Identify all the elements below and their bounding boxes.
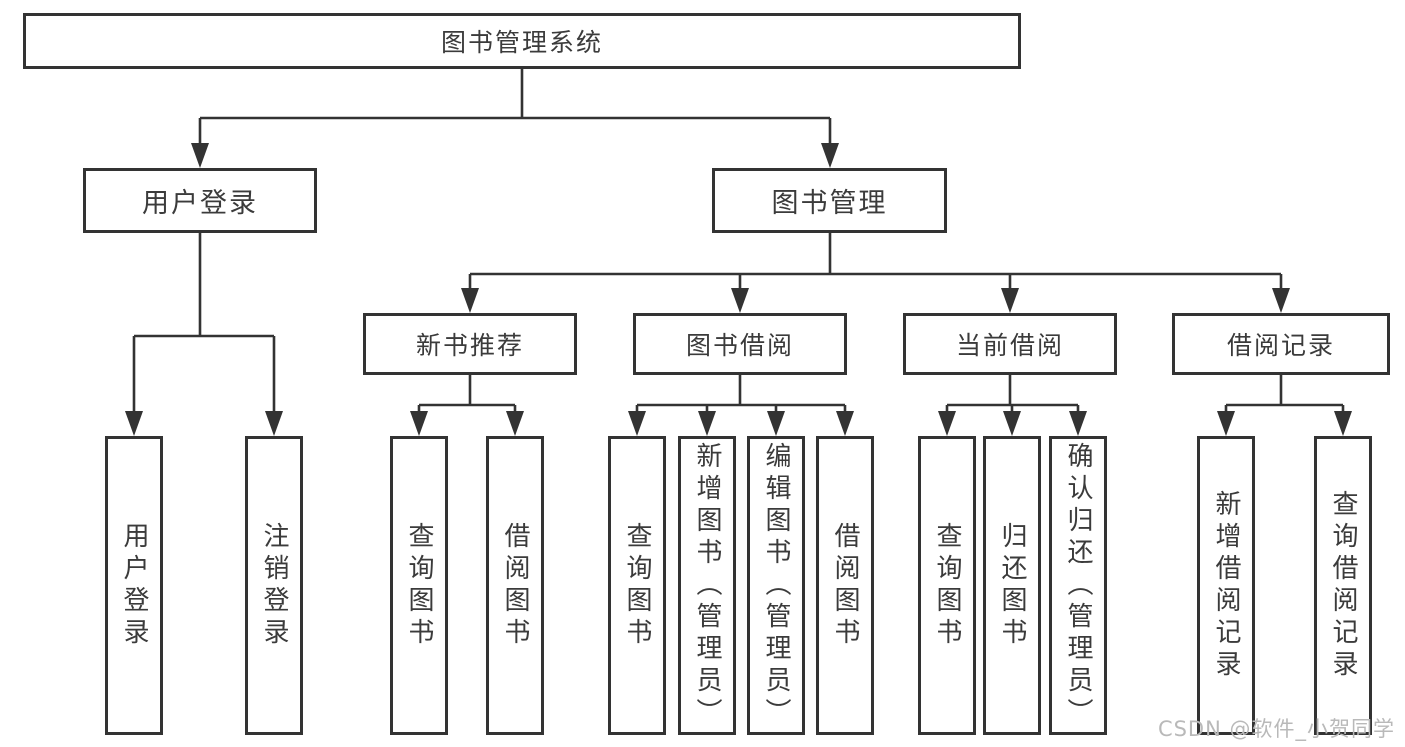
leaf-add-borrow-record: 新增借阅记录 — [1197, 436, 1255, 735]
leaf-return-book: 归还图书 — [983, 436, 1041, 735]
leaf-query-books-borrow: 查询图书 — [608, 436, 666, 735]
leaf-edit-book-admin: 编辑图书（管理员） — [747, 436, 805, 735]
arrowhead-icon — [125, 411, 143, 436]
arrowhead-icon — [731, 288, 749, 313]
arrowhead-icon — [836, 411, 854, 436]
leaf-query-books-recommend: 查询图书 — [390, 436, 448, 735]
leaf-return-book-label: 归还图书 — [997, 521, 1027, 650]
leaf-edit-book-admin-label: 编辑图书（管理员） — [761, 441, 791, 730]
arrowhead-icon — [265, 411, 283, 436]
leaf-borrow-books-recommend-label: 借阅图书 — [500, 521, 530, 650]
leaf-borrow-books: 借阅图书 — [816, 436, 874, 735]
arrowhead-icon — [938, 411, 956, 436]
leaf-query-books-borrow-label: 查询图书 — [622, 521, 652, 650]
leaf-user-login: 用户登录 — [105, 436, 163, 735]
arrowhead-icon — [628, 411, 646, 436]
leaf-query-borrow-record-label: 查询借阅记录 — [1328, 489, 1358, 682]
arrowhead-icon — [1217, 411, 1235, 436]
node-borrow-records: 借阅记录 — [1172, 313, 1390, 375]
arrowhead-icon — [410, 411, 428, 436]
leaf-confirm-return-admin: 确认归还（管理员） — [1049, 436, 1107, 735]
leaf-add-book-admin-label: 新增图书（管理员） — [692, 441, 722, 730]
leaf-user-login-label: 用户登录 — [119, 521, 149, 650]
arrowhead-icon — [698, 411, 716, 436]
leaf-query-books-recommend-label: 查询图书 — [404, 521, 434, 650]
node-new-book-recommend-label: 新书推荐 — [415, 331, 524, 360]
node-book-management-label: 图书管理 — [771, 188, 888, 219]
node-book-borrowing-label: 图书借阅 — [685, 331, 794, 360]
node-user-login-label: 用户登录 — [142, 188, 258, 219]
arrowhead-icon — [821, 143, 839, 168]
leaf-confirm-return-admin-label: 确认归还（管理员） — [1063, 441, 1093, 730]
node-root: 图书管理系统 — [23, 13, 1021, 69]
node-new-book-recommend: 新书推荐 — [363, 313, 577, 375]
leaf-query-books-current-label: 查询图书 — [932, 521, 962, 650]
arrowhead-icon — [767, 411, 785, 436]
node-book-borrowing: 图书借阅 — [633, 313, 847, 375]
arrowhead-icon — [1334, 411, 1352, 436]
leaf-query-borrow-record: 查询借阅记录 — [1314, 436, 1372, 735]
node-current-borrowing-label: 当前借阅 — [955, 331, 1064, 360]
node-user-login: 用户登录 — [83, 168, 317, 233]
arrowhead-icon — [1272, 288, 1290, 313]
node-current-borrowing: 当前借阅 — [903, 313, 1117, 375]
arrowhead-icon — [191, 143, 209, 168]
leaf-add-book-admin: 新增图书（管理员） — [678, 436, 736, 735]
leaf-query-books-current: 查询图书 — [918, 436, 976, 735]
leaf-logout-label: 注销登录 — [259, 521, 289, 650]
node-borrow-records-label: 借阅记录 — [1226, 331, 1335, 360]
arrowhead-icon — [1069, 411, 1087, 436]
node-root-label: 图书管理系统 — [440, 28, 603, 57]
node-book-management: 图书管理 — [712, 168, 947, 233]
arrowhead-icon — [1001, 288, 1019, 313]
arrowhead-icon — [506, 411, 524, 436]
arrowhead-icon — [461, 288, 479, 313]
leaf-borrow-books-label: 借阅图书 — [830, 521, 860, 650]
leaf-borrow-books-recommend: 借阅图书 — [486, 436, 544, 735]
arrowhead-icon — [1003, 411, 1021, 436]
leaf-logout: 注销登录 — [245, 436, 303, 735]
watermark: CSDN @软件_小贺同学 — [1157, 717, 1395, 741]
leaf-add-borrow-record-label: 新增借阅记录 — [1211, 489, 1241, 682]
